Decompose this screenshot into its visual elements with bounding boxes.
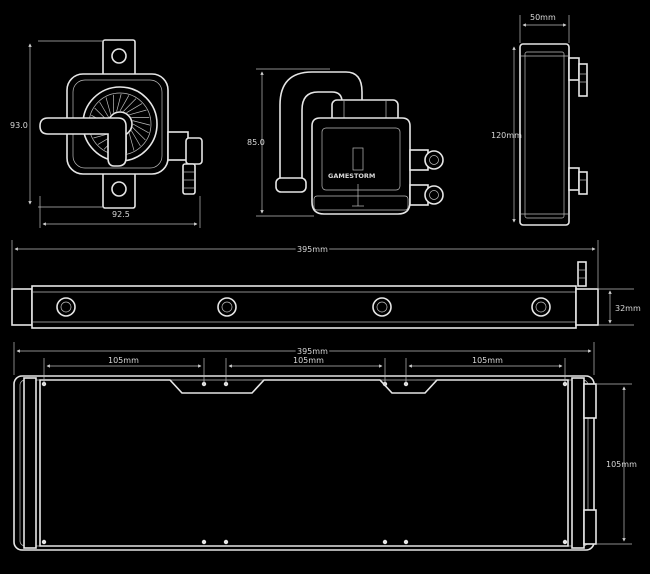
fan-spacing-1-label: 105mm (108, 356, 139, 365)
rad-thickness-dimension: 32mm (610, 291, 641, 323)
screw-hole (202, 540, 206, 544)
pump-side-height-label: 85.0 (247, 138, 265, 147)
pump-width-dimension: 92.5 (43, 210, 197, 224)
pump-height-label: 93.0 (10, 121, 28, 130)
rad-length-front-dimension: 395mm (17, 347, 591, 356)
gamestorm-logo: GAMESTORM (328, 172, 375, 180)
rad-thickness-label: 32mm (615, 304, 641, 313)
rad-length-top-label: 395mm (297, 245, 328, 254)
radiator-front-view (14, 342, 632, 550)
radiator-end-view (520, 15, 587, 225)
end-height-label: 120mm (491, 131, 522, 140)
rad-length-front-label: 395mm (297, 347, 328, 356)
screw-hole (42, 540, 46, 544)
pump-side-view: GAMESTORM (256, 69, 443, 216)
fan-spacing-2-dimension: 105mm (229, 356, 382, 366)
end-width-dimension: 50mm (523, 13, 566, 25)
screw-hole (563, 540, 567, 544)
rad-length-top-dimension: 395mm (15, 245, 595, 254)
screw-hole (404, 540, 408, 544)
fan-spacing-3-dimension: 105mm (409, 356, 562, 366)
pump-side-height-dimension: 85.0 (247, 72, 265, 213)
screw-hole (224, 540, 228, 544)
end-height-dimension: 120mm (491, 47, 522, 222)
end-width-label: 50mm (530, 13, 556, 22)
rad-width-label: 105mm (606, 460, 637, 469)
fan-spacing-3-label: 105mm (472, 356, 503, 365)
pump-height-dimension: 93.0 (10, 44, 30, 204)
fan-spacing-1-dimension: 105mm (47, 356, 201, 366)
screw-hole (383, 540, 387, 544)
fan-spacing-2-label: 105mm (293, 356, 324, 365)
rad-width-dimension: 105mm (606, 387, 637, 541)
pump-width-label: 92.5 (112, 210, 130, 219)
pump-top-view (38, 40, 202, 228)
